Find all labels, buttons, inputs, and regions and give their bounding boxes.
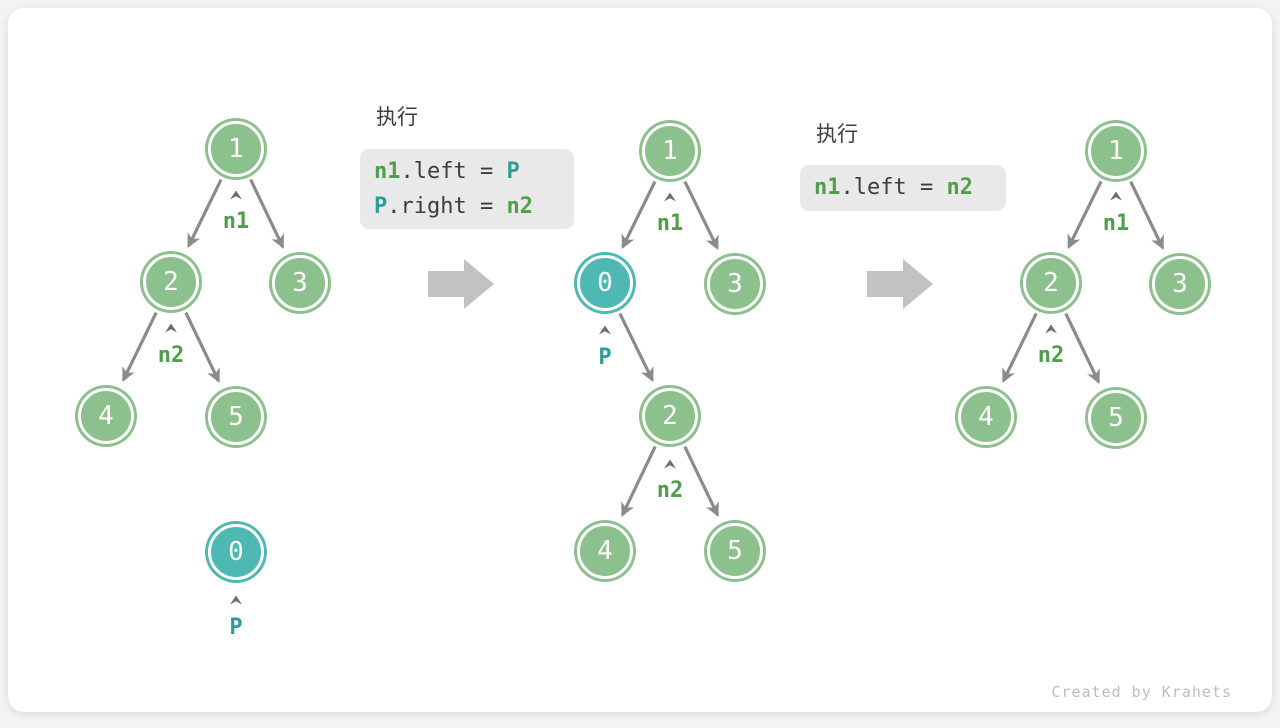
tree1-node-p: 0 <box>208 524 264 580</box>
tree2-node-2: 2 <box>642 388 698 444</box>
tree2-edge-0-2 <box>618 312 654 382</box>
tree3-node-1: 1 <box>1088 123 1144 179</box>
tree1-pointer-p: P <box>229 615 243 640</box>
code-token: n2 <box>506 194 533 219</box>
tree2-edge-2-5 <box>683 445 720 517</box>
code-token: P <box>374 194 388 219</box>
pointer-caret-icon <box>664 459 676 469</box>
tree3-node-2: 2 <box>1023 255 1079 311</box>
tree1-node-5: 5 <box>208 389 264 445</box>
transition-arrow-icon <box>867 259 933 309</box>
tree1-node-4: 4 <box>78 388 134 444</box>
pointer-caret-icon <box>1110 191 1122 201</box>
step1-code-block: n1.left = P P.right = n2 <box>360 149 574 229</box>
code-token: .left = <box>840 175 947 200</box>
pointer-caret-icon <box>165 323 177 333</box>
tree3-node-5: 5 <box>1088 390 1144 446</box>
pointer-caret-icon <box>230 595 242 605</box>
tree2-node-3: 3 <box>707 256 763 312</box>
pointer-caret-icon <box>599 325 611 335</box>
tree2-node-4: 4 <box>577 523 633 579</box>
code-token: .left = <box>400 159 507 184</box>
tree1-edge-2-4 <box>121 311 158 382</box>
code-token: P <box>506 159 520 184</box>
tree2-pointer-n2: n2 <box>656 478 684 503</box>
tree3-edge-2-4 <box>1001 312 1038 383</box>
transition-arrow-icon <box>428 259 494 309</box>
code-line: n1.left = P <box>374 154 560 189</box>
code-token: n1 <box>814 175 841 200</box>
code-token: n2 <box>946 175 973 200</box>
tree2-edge-2-4 <box>620 445 657 517</box>
tree1-pointer-n2: n2 <box>157 343 185 368</box>
tree3-pointer-n2: n2 <box>1037 343 1065 368</box>
credit-text: Created by Krahets <box>1051 683 1232 701</box>
code-line: n1.left = n2 <box>814 170 992 206</box>
tree1-node-1: 1 <box>208 121 264 177</box>
tree1-edge-2-5 <box>184 311 221 383</box>
tree2-node-5: 5 <box>707 523 763 579</box>
edges-layer <box>121 178 1165 517</box>
tree3-node-3: 3 <box>1152 256 1208 312</box>
tree2-edge-1-3 <box>683 180 719 250</box>
code-token: n1 <box>374 159 401 184</box>
tree3-node-4: 4 <box>958 389 1014 445</box>
tree1-node-2: 2 <box>143 254 199 310</box>
tree1-edge-1-3 <box>249 179 285 249</box>
tree2-node-1: 1 <box>642 123 698 179</box>
pointer-caret-icon <box>1045 324 1057 334</box>
step2-code-block: n1.left = n2 <box>800 165 1006 211</box>
tree1-node-3: 3 <box>272 255 328 311</box>
tree1-edge-1-2 <box>187 178 223 248</box>
tree2-pointer-n1: n1 <box>656 211 684 236</box>
tree3-edge-1-2 <box>1067 180 1103 249</box>
diagram-card: 执行 n1.left = P P.right = n2 执行 n1.left =… <box>8 8 1272 712</box>
code-token: .right = <box>387 194 507 219</box>
tree2-edge-1-0 <box>621 180 657 249</box>
tree2-node-p: 0 <box>577 255 633 311</box>
tree1-pointer-n1: n1 <box>222 209 250 234</box>
tree3-pointer-n1: n1 <box>1102 211 1130 236</box>
pointer-caret-icon <box>230 190 242 200</box>
step2-title: 执行 <box>816 122 858 146</box>
tree3-edge-1-3 <box>1129 180 1165 250</box>
tree2-pointer-p: P <box>598 345 612 370</box>
code-line: P.right = n2 <box>374 189 560 224</box>
step1-title: 执行 <box>376 105 418 129</box>
tree3-edge-2-5 <box>1064 312 1101 384</box>
pointer-caret-icon <box>664 192 676 202</box>
